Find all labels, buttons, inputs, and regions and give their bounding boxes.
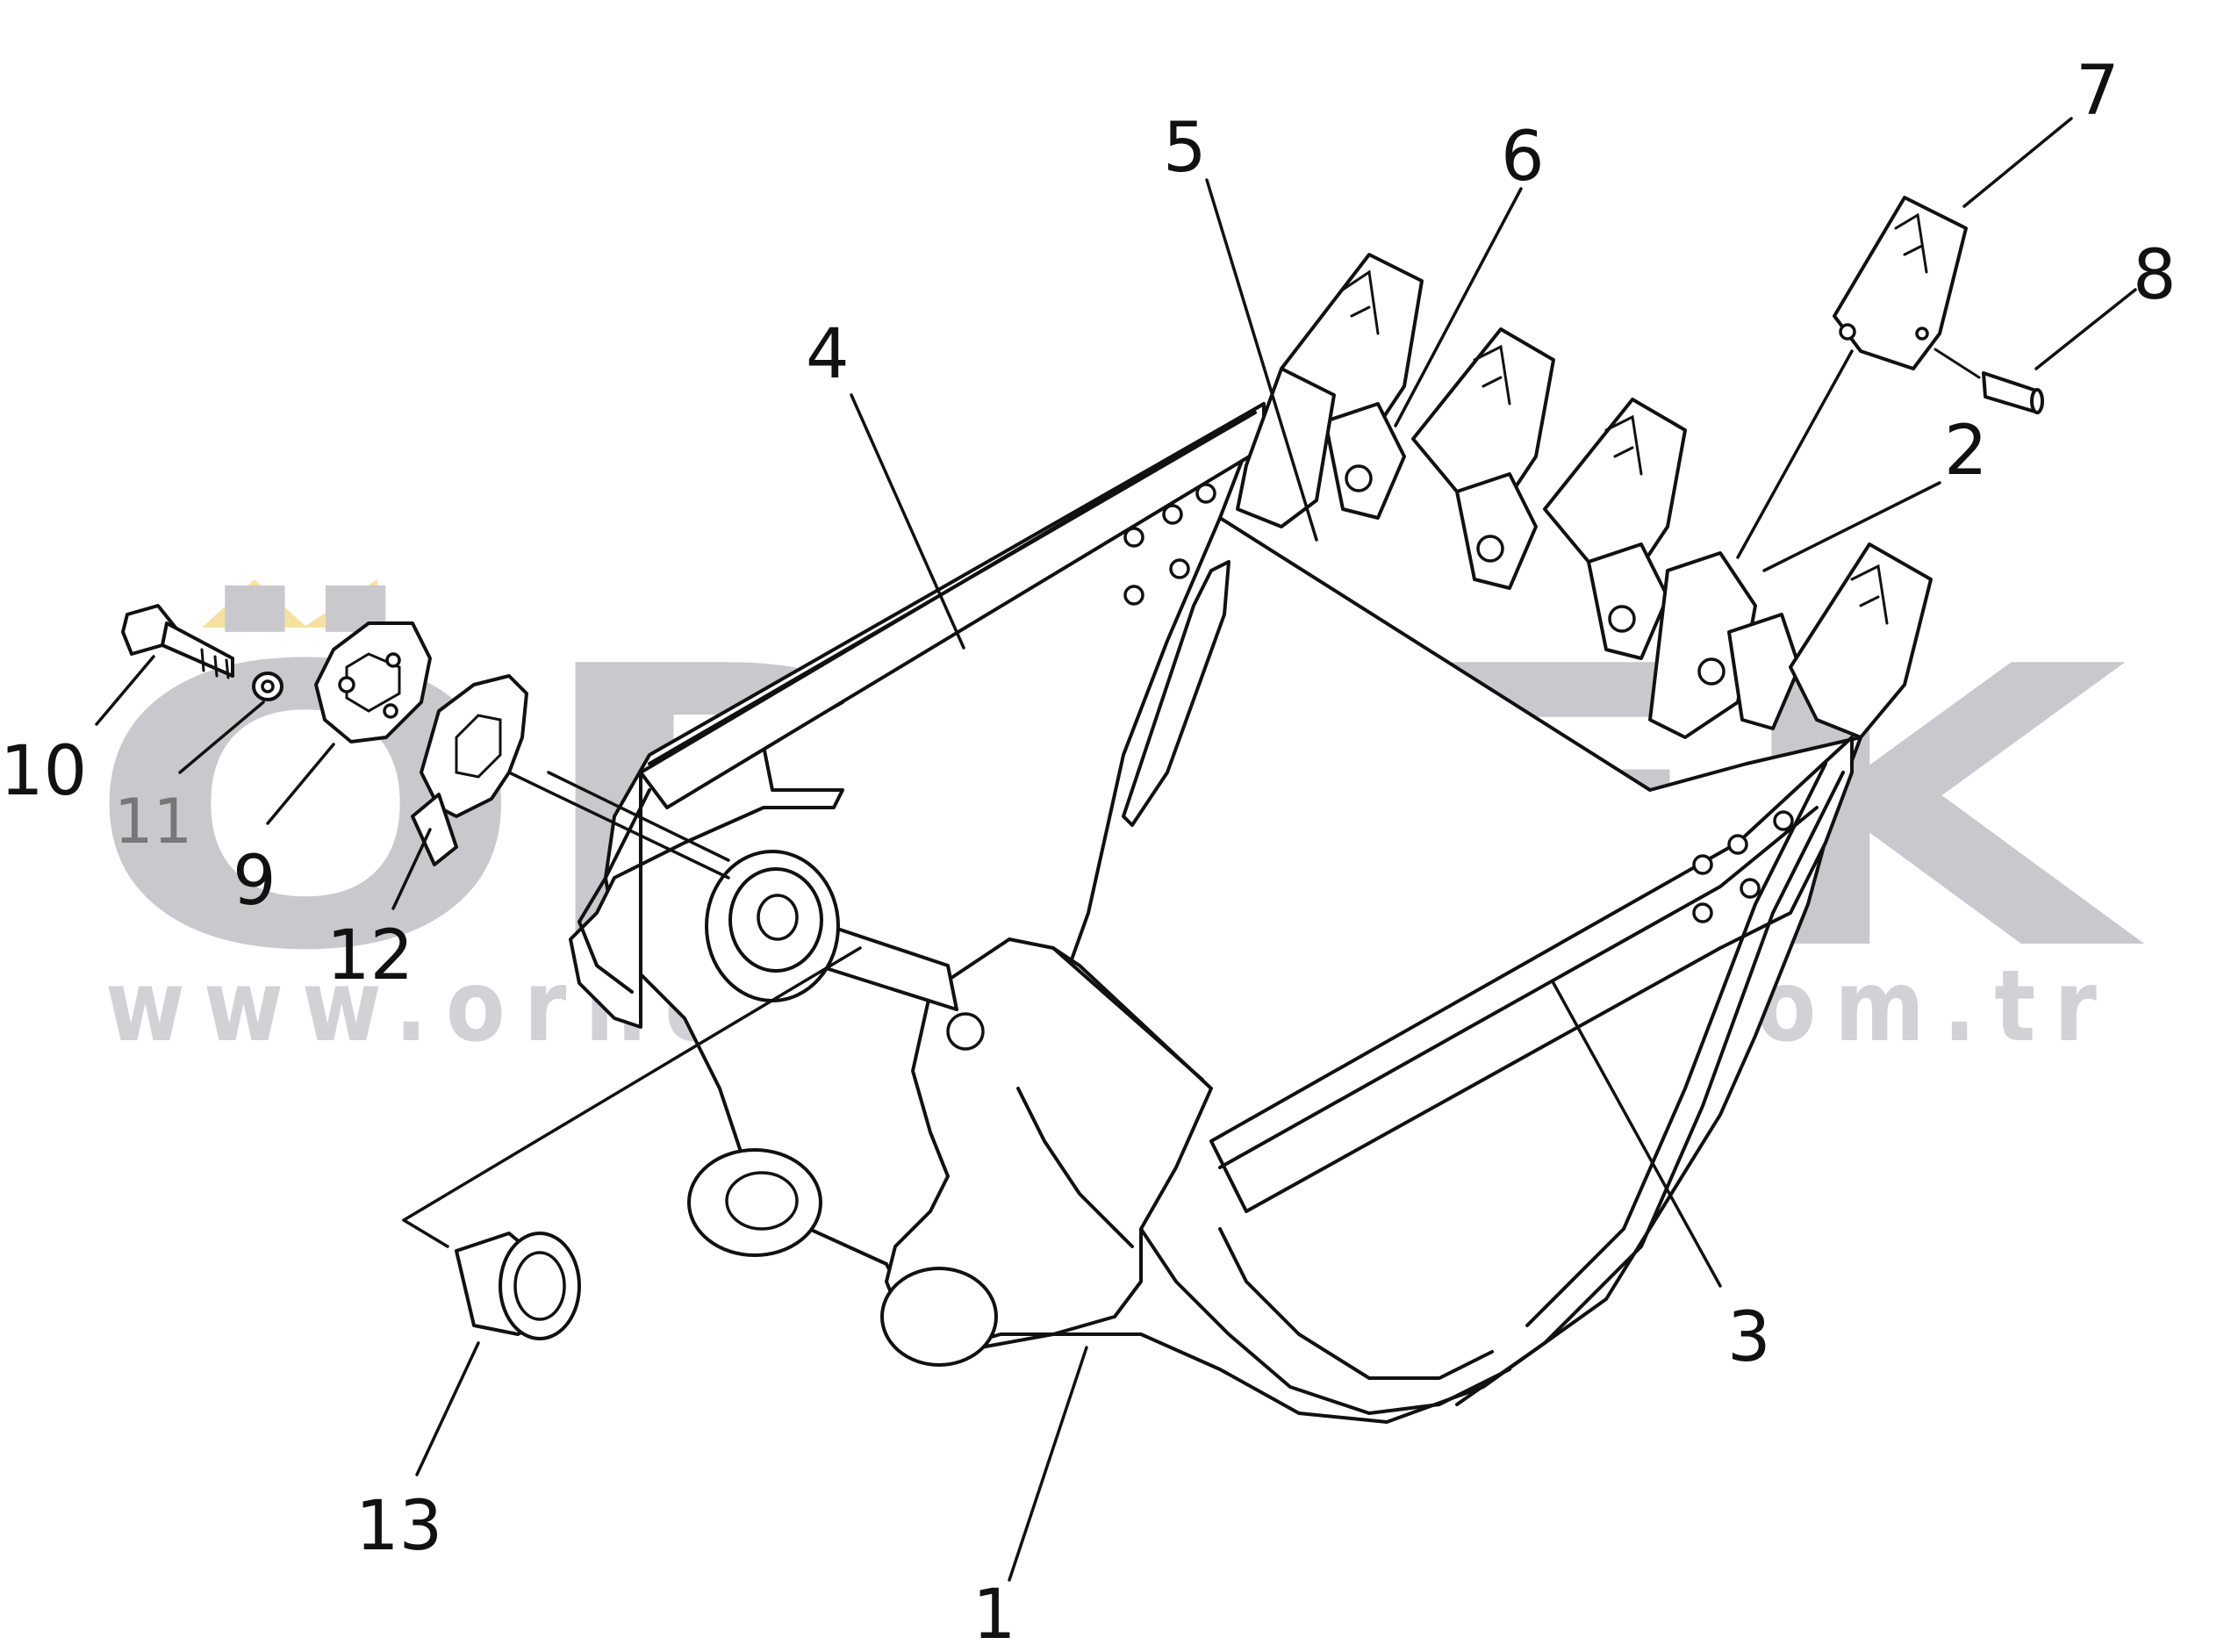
callout-11: 11: [114, 786, 192, 858]
leader-7b: [1736, 349, 1854, 559]
watermark-accent-left: [202, 579, 307, 628]
callout-6: 6: [1501, 118, 1545, 197]
bucket-inner-cavity: [1065, 516, 1222, 976]
right-side-plate-inner: [1218, 806, 1819, 1169]
leader-6: [1394, 187, 1523, 427]
tooth: [1411, 327, 1555, 590]
tooth-assembly: [1236, 253, 1933, 739]
callout-7: 7: [2076, 52, 2120, 131]
callout-3: 3: [1727, 1298, 1771, 1377]
leader-11: [178, 700, 265, 774]
hinge-body-edge: [1016, 1087, 1134, 1248]
left-hub-bore: [757, 894, 799, 941]
leader-10: [95, 655, 155, 726]
leader-2: [1762, 481, 1941, 572]
watermark-accent-right: [303, 579, 377, 628]
spacer-shim: [411, 674, 528, 866]
callout-8: 8: [2133, 236, 2177, 315]
wear-strip-hole: [1123, 585, 1144, 606]
hinge-web: [1051, 946, 1204, 1081]
left-corner-post: [1122, 560, 1230, 827]
wear-strip-hole: [1692, 902, 1713, 923]
assembly-line-shim: [547, 771, 730, 862]
bucket-floor-curve: [1218, 1227, 1494, 1380]
tooth-left-adapter: [1236, 367, 1336, 528]
tooth: [1789, 542, 1933, 739]
boss-lower-left-hole: [725, 1171, 799, 1231]
callout-1: 1: [972, 1576, 1016, 1648]
bolt: [121, 604, 234, 679]
bucket-body: [569, 402, 1862, 1424]
tooth: [1648, 551, 1801, 739]
callout-12: 12: [326, 916, 413, 995]
callouts: 1 2 3 4 5 6 7 8 9 10 11 12 13: [0, 52, 2177, 1652]
right-side-plate: [1209, 736, 1854, 1213]
bucket-shell: [604, 402, 1862, 1424]
leader-5: [1205, 178, 1318, 542]
callout-2: 2: [1944, 412, 1988, 491]
callout-13: 13: [355, 1487, 442, 1566]
wear-strip-hole: [1195, 483, 1216, 504]
wear-strip-hole: [1692, 854, 1713, 875]
right-side-bottom-curve-inner: [1525, 762, 1827, 1327]
callout-9: 9: [233, 842, 276, 921]
wear-strip-hole: [1123, 527, 1144, 548]
callout-10: 10: [0, 732, 87, 811]
right-side-bottom-curve: [1455, 771, 1845, 1406]
washer: [252, 672, 283, 701]
assembly-line-hub: [507, 771, 730, 880]
assembly-line-bushing: [402, 946, 862, 1222]
callout-4: 4: [806, 315, 850, 394]
leader-8: [2034, 288, 2137, 370]
left-side-plate-edge: [578, 788, 651, 994]
leader-7: [1962, 117, 2073, 208]
bucket-lip-bottom: [1139, 1227, 1511, 1415]
leader-9: [266, 743, 335, 825]
side-cutter-left-bar-top: [648, 411, 1257, 765]
leader-12: [391, 828, 432, 910]
wear-strip-hole: [1169, 558, 1190, 579]
leader-13: [415, 1341, 480, 1476]
callout-5: 5: [1163, 109, 1207, 188]
wear-strip-hole: [1727, 834, 1748, 855]
retainer-plate: [314, 621, 432, 743]
leader-4: [850, 393, 965, 650]
hinge-pin-hole: [946, 1012, 985, 1051]
spare-tooth: [1833, 196, 1968, 370]
tooth: [1543, 398, 1687, 660]
leader-1: [1008, 1346, 1088, 1582]
leader-3: [1552, 981, 1722, 1288]
boss-lower-right: [880, 1267, 998, 1367]
assembly-line-bushing-2: [402, 1218, 449, 1248]
tooth-pin: [1934, 348, 2044, 414]
wear-strip-hole: [1740, 878, 1761, 899]
wear-strip-hole: [1162, 504, 1183, 525]
bushing: [455, 1232, 581, 1340]
leader-lines: [95, 117, 2137, 1582]
wear-strip-hole: [1773, 810, 1794, 831]
